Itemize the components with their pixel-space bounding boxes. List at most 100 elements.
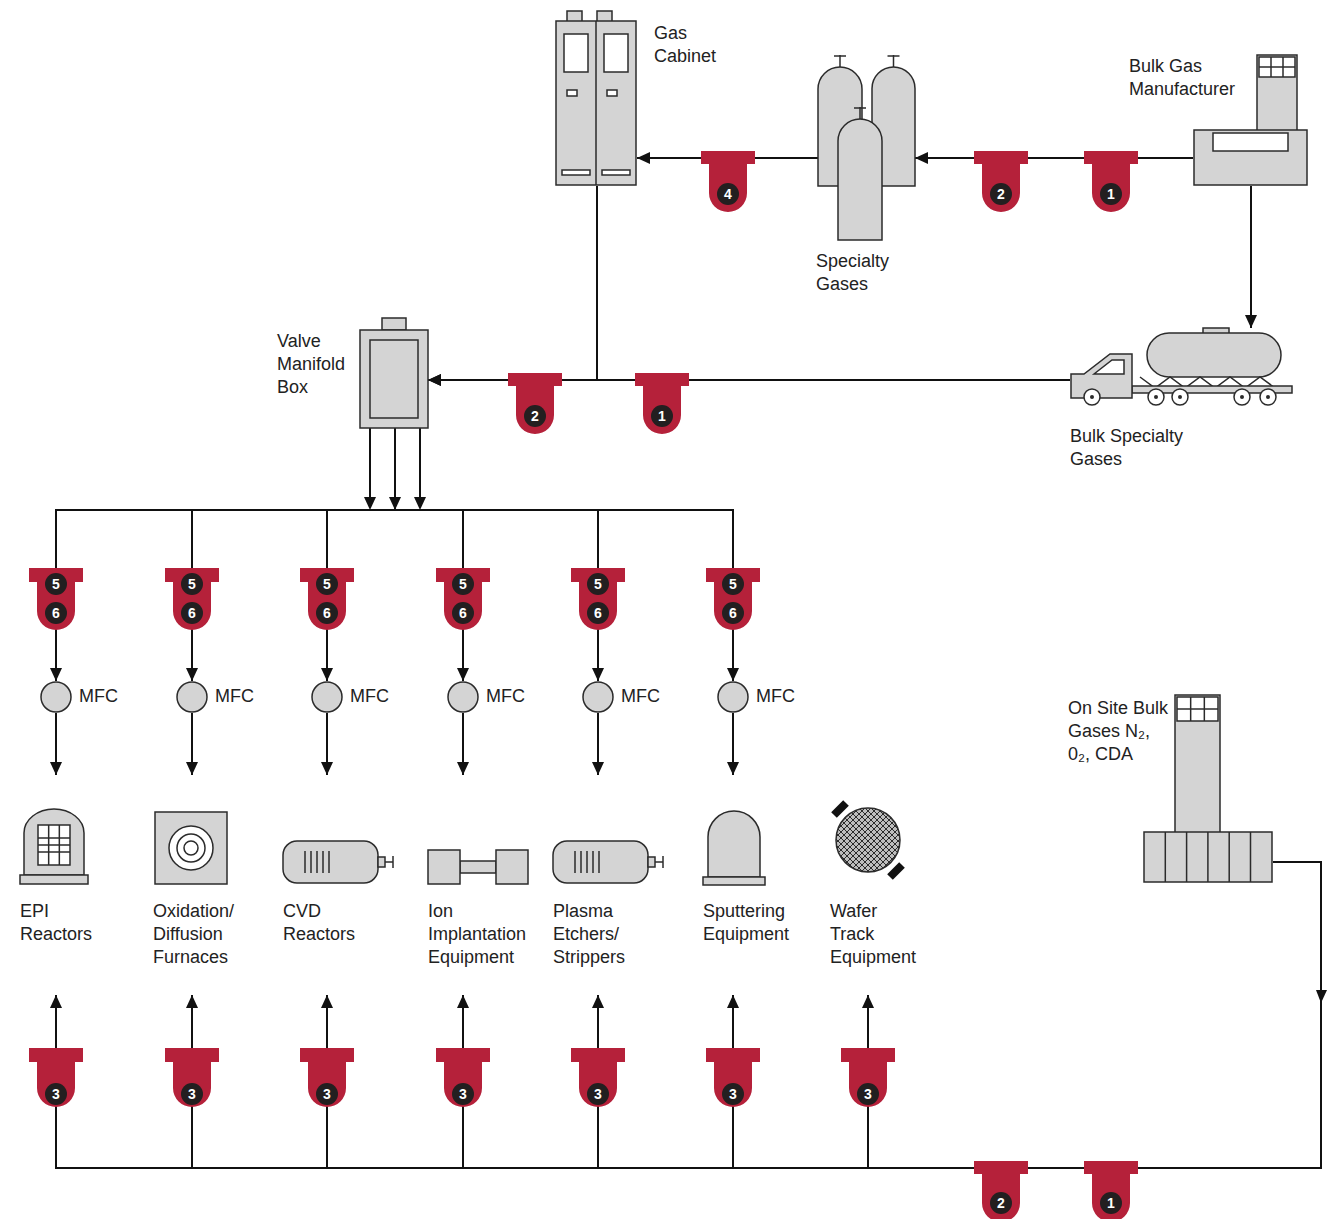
filter-symbol — [571, 1048, 625, 1107]
gas-line — [395, 428, 598, 681]
mass-flow-controller: MFC — [176, 681, 208, 713]
callout-number: 3 — [857, 1083, 879, 1105]
node-label: Sputtering Equipment — [703, 900, 799, 946]
cvd-reactor-icon — [280, 775, 405, 995]
filter-symbol — [300, 1048, 354, 1107]
gas-cylinders: Specialty Gases — [818, 55, 915, 240]
callout-number: 3 — [316, 1083, 338, 1105]
filter-symbol — [974, 1161, 1028, 1219]
filter-symbol — [974, 151, 1028, 212]
gas-plant: Bulk Gas Manufacturer — [1193, 55, 1308, 186]
callout-number: 1 — [1100, 183, 1122, 205]
gas-line — [55, 713, 57, 775]
filter-symbol — [165, 1048, 219, 1107]
gas-line — [395, 428, 733, 681]
callout-number: 6 — [181, 602, 203, 624]
node-label: MFC — [215, 685, 265, 708]
filter-symbol — [508, 373, 562, 434]
manifold-outlets — [370, 428, 420, 500]
callout-number: 1 — [1100, 1192, 1122, 1214]
tanker-truck-icon — [1070, 328, 1293, 406]
callout-number: 5 — [181, 573, 203, 595]
callout-number: 1 — [651, 405, 673, 427]
callout-number: 5 — [722, 573, 744, 595]
filter-symbol — [436, 568, 490, 630]
gas-line — [326, 713, 328, 775]
callout-number: 3 — [587, 1083, 609, 1105]
gas-line — [56, 428, 395, 681]
filter-symbol — [706, 568, 760, 630]
mass-flow-controller: MFC — [311, 681, 343, 713]
filter-symbol — [300, 568, 354, 630]
mass-flow-controller: MFC — [582, 681, 614, 713]
callout-number: 2 — [524, 405, 546, 427]
node-label: Specialty Gases — [816, 250, 911, 296]
filter-symbol — [635, 373, 689, 434]
mass-flow-controller-icon — [40, 681, 72, 713]
filter-symbol — [571, 568, 625, 630]
epi-reactor-icon — [14, 775, 114, 995]
gas-cylinders-icon — [818, 55, 915, 240]
callout-number: 6 — [587, 602, 609, 624]
mass-flow-controller-icon — [311, 681, 343, 713]
gas-line — [191, 713, 193, 775]
tanker-truck: Bulk Specialty Gases — [1070, 328, 1293, 406]
mass-flow-controller-icon — [582, 681, 614, 713]
sputtering-unit-icon — [700, 775, 810, 995]
epi-reactor: EPI Reactors — [14, 775, 114, 995]
onsite-gas-plant: On Site Bulk Gases N₂, 0₂, CDA — [1143, 695, 1273, 885]
gas-line — [598, 862, 1321, 1168]
gas-line — [192, 428, 395, 681]
callout-number: 6 — [722, 602, 744, 624]
ion-implanter: Ion Implantation Equipment — [425, 775, 537, 995]
node-label: MFC — [79, 685, 129, 708]
arrowheads — [364, 497, 1327, 1003]
callout-number: 3 — [452, 1083, 474, 1105]
filter-symbol — [841, 1048, 895, 1107]
filter-symbol — [701, 151, 755, 212]
gas-line — [463, 862, 1321, 1168]
callout-number: 5 — [452, 573, 474, 595]
furnace: Oxidation/ Diffusion Furnaces — [150, 775, 270, 995]
node-label: Wafer Track Equipment — [830, 900, 926, 969]
wafer-track: Wafer Track Equipment — [826, 775, 926, 995]
mass-flow-controller-icon — [717, 681, 749, 713]
plasma-etcher: Plasma Etchers/ Strippers — [550, 775, 675, 995]
gas-line — [1250, 186, 1252, 328]
cvd-reactor: CVD Reactors — [280, 775, 405, 995]
gas-line — [915, 157, 1193, 159]
gas-line — [56, 862, 1321, 1168]
node-label: Oxidation/ Diffusion Furnaces — [153, 900, 271, 969]
gas-line — [462, 713, 464, 775]
gas-line — [192, 862, 1321, 1168]
gas-cabinet: Gas Cabinet — [555, 10, 637, 186]
callout-number: 2 — [990, 183, 1012, 205]
callout-number: 4 — [717, 183, 739, 205]
callout-number: 6 — [316, 602, 338, 624]
filter-symbol — [1084, 151, 1138, 212]
node-label: Bulk Gas Manufacturer — [1129, 55, 1251, 101]
callout-number: 6 — [45, 602, 67, 624]
node-label: On Site Bulk Gases N₂, 0₂, CDA — [1068, 697, 1170, 766]
callout-number: 3 — [45, 1083, 67, 1105]
filter-symbol — [165, 568, 219, 630]
sputtering-unit: Sputtering Equipment — [700, 775, 810, 995]
node-label: MFC — [350, 685, 400, 708]
filter-symbol — [1084, 1161, 1138, 1219]
node-label: Bulk Specialty Gases — [1070, 425, 1205, 471]
valve-manifold: Valve Manifold Box — [360, 318, 428, 428]
node-label: Ion Implantation Equipment — [428, 900, 538, 969]
node-label: Plasma Etchers/ Strippers — [553, 900, 663, 969]
mass-flow-controller: MFC — [40, 681, 72, 713]
node-label: Valve Manifold Box — [277, 330, 357, 399]
callout-number: 3 — [181, 1083, 203, 1105]
node-label: MFC — [621, 685, 671, 708]
filter-symbol — [706, 1048, 760, 1107]
filter-symbol — [29, 568, 83, 630]
mass-flow-controller-icon — [176, 681, 208, 713]
callout-number: 2 — [990, 1192, 1012, 1214]
callout-number: 6 — [452, 602, 474, 624]
gas-line — [327, 862, 1321, 1168]
node-label: MFC — [756, 685, 806, 708]
